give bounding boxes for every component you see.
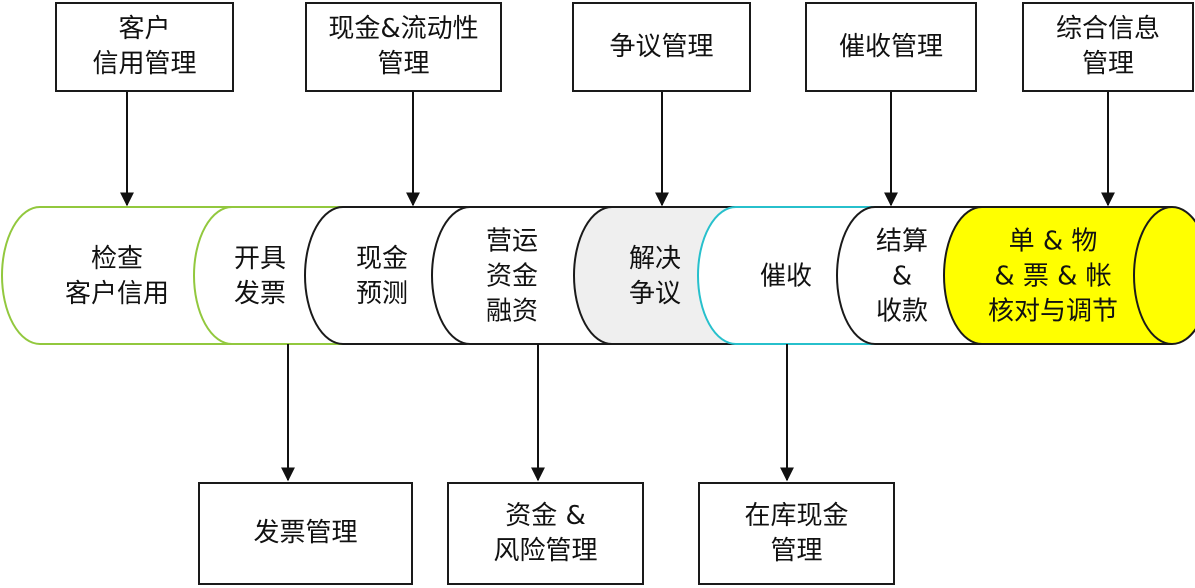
pipe-segment-label-6: 结算&收款 (876, 227, 928, 327)
top-box-cash-liquidity: 现金&流动性 管理 (305, 2, 502, 92)
top-box-dispute: 争议管理 (572, 2, 751, 92)
connector-arrows (120, 92, 1115, 482)
pipe-segment-label-5: 催收 (760, 262, 812, 292)
pipe-segment-label-0: 检查客户信用 (65, 244, 169, 309)
top-box-customer-credit: 客户 信用管理 (55, 2, 234, 92)
top-box-integrated-info: 综合信息 管理 (1022, 2, 1194, 92)
bottom-box-funds-risk: 资金 & 风险管理 (447, 482, 644, 585)
pipe-segment-label-1: 开具发票 (234, 244, 286, 309)
pipe-segment-label-7: 单 & 物& 票 & 帐核对与调节 (988, 227, 1118, 327)
pipe-segment-label-3: 营运资金融资 (486, 227, 538, 327)
pipe-segment-label-2: 现金预测 (356, 244, 408, 309)
bottom-box-cash-in-stock: 在库现金 管理 (698, 482, 895, 585)
bottom-box-invoice: 发票管理 (198, 482, 413, 585)
top-box-collections: 催收管理 (805, 2, 977, 92)
pipe-end-rim (1133, 206, 1173, 345)
process-pipe: 检查客户信用 开具发票 现金预测 营运资金融资 解决争议 催收 结算&收款 单 & 物& 票 … (1, 206, 1195, 345)
pipe-segment-label-4: 解决争议 (629, 244, 681, 309)
